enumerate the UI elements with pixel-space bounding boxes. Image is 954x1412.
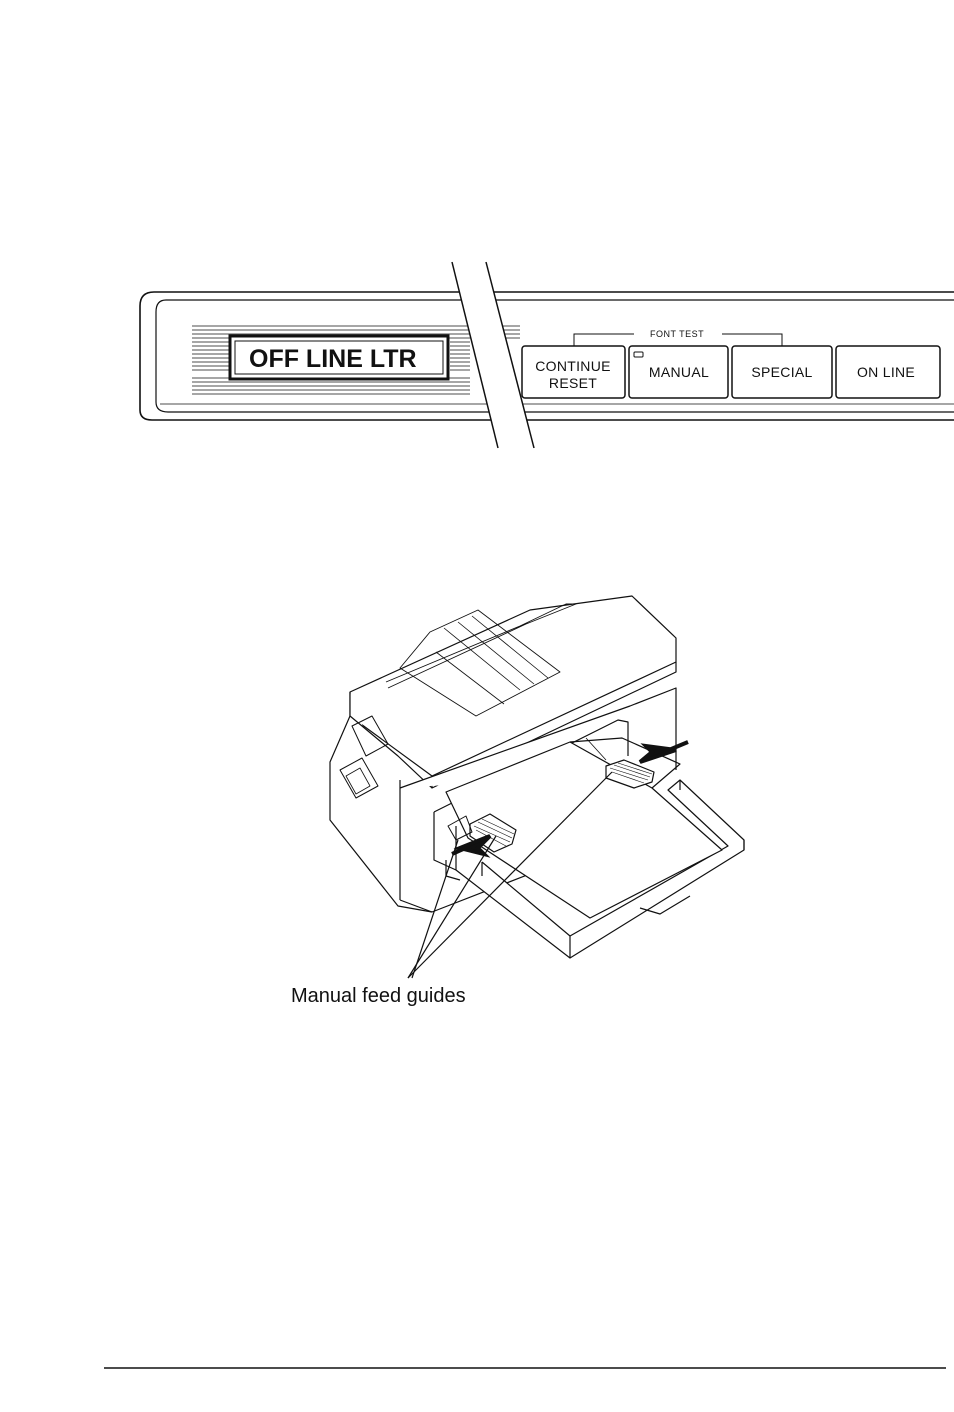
display-hatching	[192, 325, 520, 395]
button-on-line-label: ON LINE	[857, 364, 915, 380]
button-on-line[interactable]: ON LINE	[835, 345, 941, 399]
printer-illustration	[329, 595, 745, 959]
control-panel	[139, 291, 954, 421]
button-continue-reset-line1: CONTINUE	[535, 358, 611, 374]
font-test-bracket	[573, 333, 783, 346]
right-feed-guide	[605, 759, 655, 789]
button-continue-reset-line2: RESET	[549, 375, 597, 391]
font-test-label: FONT TEST	[650, 329, 704, 339]
arrow-right-icon	[451, 834, 492, 858]
button-manual-label: MANUAL	[649, 364, 709, 380]
callout-lines	[407, 771, 613, 979]
manual-indicator-led	[633, 351, 644, 358]
button-manual[interactable]: MANUAL	[628, 345, 729, 399]
arrow-left-icon	[638, 740, 689, 764]
arrow-icons	[451, 740, 689, 858]
lcd-display-text: OFF LINE LTR	[249, 345, 417, 373]
button-special-label: SPECIAL	[751, 364, 812, 380]
manual-feed-guides-label: Manual feed guides	[291, 985, 466, 1007]
button-continue-reset[interactable]: CONTINUE RESET	[521, 345, 626, 399]
break-lines	[451, 261, 535, 449]
button-special[interactable]: SPECIAL	[731, 345, 833, 399]
